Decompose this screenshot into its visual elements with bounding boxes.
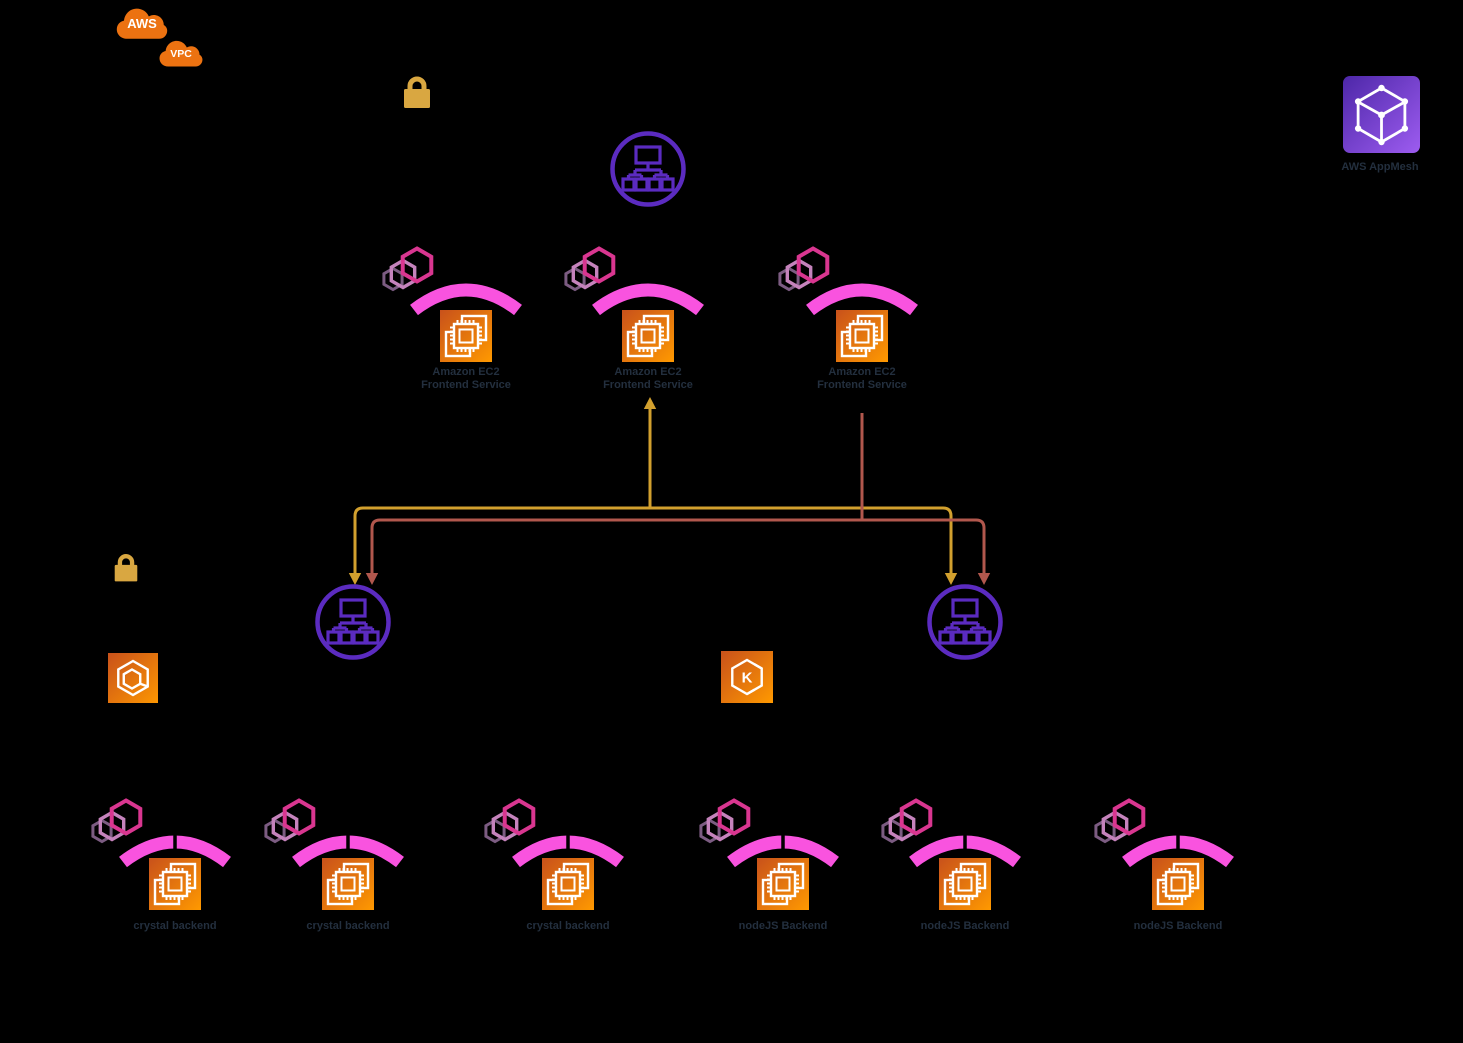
virtual-router-icon [608, 129, 688, 209]
backend-service-label: crystal backend [526, 920, 610, 932]
ec2-instance-icon [440, 310, 492, 362]
lock-icon [401, 73, 433, 111]
frontend-label-line1: Amazon EC2 [614, 366, 682, 378]
frontend-label-line2: Frontend Service [603, 379, 693, 391]
backend-service-label: nodeJS Backend [920, 920, 1010, 932]
eks-letter: K [742, 670, 753, 687]
backend-service-label: crystal backend [133, 920, 217, 932]
frontend-label-line2: Frontend Service [817, 379, 907, 391]
frontend-service-label: Amazon EC2 Frontend Service [391, 366, 541, 392]
gold-route-line [353, 407, 953, 574]
backend-service-group: nodeJS Backend [1103, 796, 1253, 938]
frontend-service-group: Amazon EC2 Frontend Service [573, 246, 723, 398]
backend-service-label: nodeJS Backend [1133, 920, 1223, 932]
app-mesh-icon [1343, 76, 1420, 153]
ec2-instance-icon [622, 310, 674, 362]
frontend-service-label: Amazon EC2 Frontend Service [573, 366, 723, 392]
ecs-icon [108, 653, 158, 703]
backend-service-group: nodeJS Backend [708, 796, 858, 938]
aws-cloud-icon: AWS [115, 5, 169, 42]
gold-arrowheads [348, 397, 958, 585]
backend-service-group: crystal backend [273, 796, 423, 938]
ec2-instance-icon [1152, 858, 1204, 910]
brick-route-line [370, 413, 986, 574]
brick-arrowheads [365, 573, 991, 585]
vpc-icon: VPC [158, 38, 204, 69]
app-mesh-label: AWS AppMesh [1341, 161, 1419, 173]
frontend-label-line1: Amazon EC2 [432, 366, 500, 378]
ec2-instance-icon [322, 858, 374, 910]
virtual-router-icon [925, 582, 1005, 662]
ec2-instance-icon [757, 858, 809, 910]
backend-service-group: crystal backend [493, 796, 643, 938]
ec2-instance-icon [939, 858, 991, 910]
ec2-instance-icon [542, 858, 594, 910]
frontend-service-label: Amazon EC2 Frontend Service [787, 366, 937, 392]
frontend-label-line2: Frontend Service [421, 379, 511, 391]
frontend-service-group: Amazon EC2 Frontend Service [787, 246, 937, 398]
aws-cloud-label: AWS [127, 16, 157, 31]
virtual-router-icon [313, 582, 393, 662]
backend-service-group: nodeJS Backend [890, 796, 1040, 938]
ec2-instance-icon [149, 858, 201, 910]
frontend-service-group: Amazon EC2 Frontend Service [391, 246, 541, 398]
backend-service-label: crystal backend [306, 920, 390, 932]
eks-icon: K [721, 651, 773, 703]
vpc-label: VPC [170, 48, 192, 60]
lock-icon [112, 551, 140, 584]
backend-service-group: crystal backend [100, 796, 250, 938]
frontend-label-line1: Amazon EC2 [828, 366, 896, 378]
ec2-instance-icon [836, 310, 888, 362]
backend-service-label: nodeJS Backend [738, 920, 828, 932]
